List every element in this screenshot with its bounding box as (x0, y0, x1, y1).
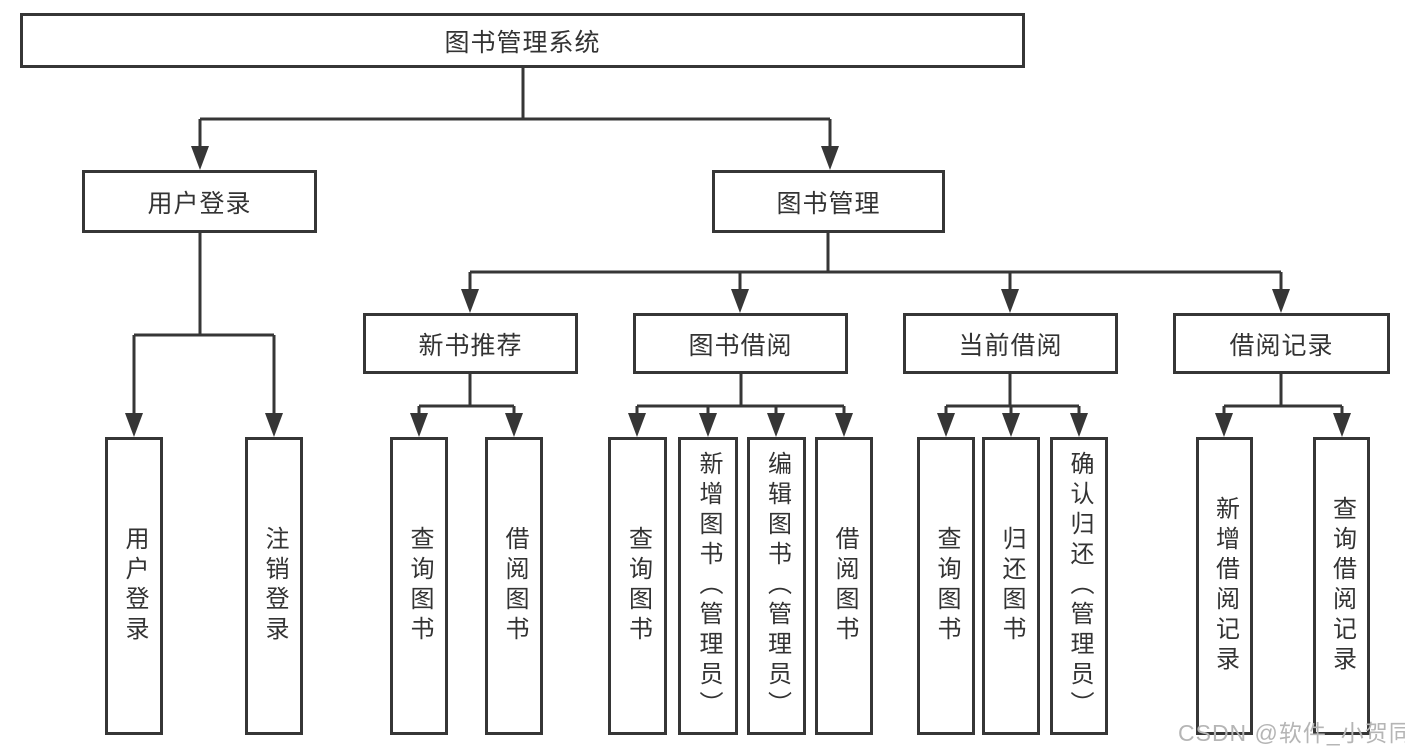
node-library-management-system: 图书管理系统 (20, 13, 1025, 68)
user-login-connector (125, 233, 283, 437)
leaf-add-borrow-record: 新增借阅记录 (1196, 437, 1253, 735)
leaf-borrow-book-recommend: 借阅图书 (485, 437, 543, 735)
leaf-confirm-return-admin: 确认归还（管理员） (1050, 437, 1108, 735)
node-new-book-recommend: 新书推荐 (363, 313, 578, 374)
current-borrow-connector (937, 374, 1088, 437)
leaf-add-book-admin: 新增图书（管理员） (678, 437, 738, 735)
book-borrow-connector (628, 374, 853, 437)
leaf-query-book-recommend: 查询图书 (390, 437, 448, 735)
node-book-borrow: 图书借阅 (633, 313, 848, 374)
leaf-query-borrow-record: 查询借阅记录 (1313, 437, 1370, 735)
node-user-login: 用户登录 (82, 170, 317, 233)
node-borrow-record: 借阅记录 (1173, 313, 1390, 374)
leaf-logout-login: 注销登录 (245, 437, 303, 735)
book-management-connector (461, 233, 1290, 313)
root-connector (191, 68, 839, 170)
leaf-query-book-borrow: 查询图书 (608, 437, 667, 735)
node-current-borrow: 当前借阅 (903, 313, 1118, 374)
leaf-borrow-book: 借阅图书 (815, 437, 873, 735)
borrow-record-connector (1215, 374, 1351, 437)
leaf-user-login: 用户登录 (105, 437, 163, 735)
csdn-watermark: CSDN @软件_小贺同学 (1178, 720, 1405, 746)
leaf-edit-book-admin: 编辑图书（管理员） (747, 437, 806, 735)
new-book-connector (410, 374, 523, 437)
node-book-management: 图书管理 (712, 170, 945, 233)
leaf-return-book: 归还图书 (982, 437, 1040, 735)
leaf-query-book-current: 查询图书 (917, 437, 975, 735)
